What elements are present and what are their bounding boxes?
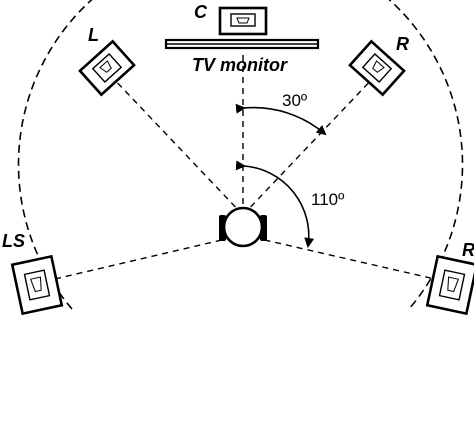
right-label: R xyxy=(396,34,409,54)
listening-arc xyxy=(17,0,464,310)
right-surround-speaker-icon xyxy=(425,254,474,316)
listener-icon xyxy=(219,206,267,248)
left-surround-speaker-icon xyxy=(10,254,64,316)
ray-left xyxy=(109,74,244,216)
center-label: C xyxy=(194,2,208,22)
ray-right-surround xyxy=(242,234,449,283)
center-speaker-icon xyxy=(218,6,268,36)
left-speaker-icon xyxy=(78,39,136,97)
left-label: L xyxy=(88,25,99,45)
right-speaker-icon xyxy=(348,39,406,97)
right-surround-label: RS xyxy=(462,240,474,260)
front-angle-label: 30º xyxy=(282,91,307,110)
left-surround-label: LS xyxy=(2,231,25,251)
surround-angle-arc xyxy=(235,160,315,248)
surround-angle-label: 110º xyxy=(311,190,344,209)
front-angle-arc xyxy=(235,103,327,136)
ray-left-surround xyxy=(41,234,244,283)
tv-monitor-label: TV monitor xyxy=(192,55,288,75)
ray-right xyxy=(242,74,377,216)
